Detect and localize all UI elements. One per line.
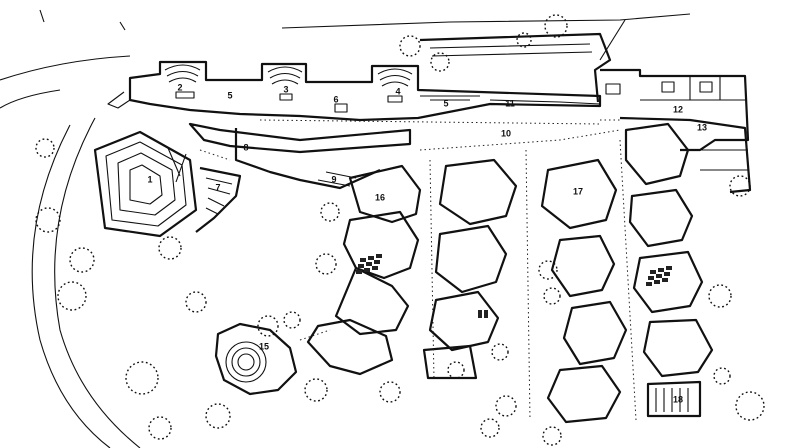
label-15: 15 (259, 341, 269, 351)
cellular-clusters (306, 122, 714, 424)
label-3: 3 (283, 84, 288, 94)
label-17: 17 (573, 186, 583, 196)
north-building-range (107, 60, 602, 122)
circulation-paths (199, 119, 637, 421)
label-10: 10 (501, 128, 511, 138)
room-labels: 1 2 3 4 5 5 6 7 8 9 10 11 12 13 15 16 17… (147, 82, 707, 404)
trees (35, 14, 765, 446)
label-5a: 5 (227, 90, 232, 100)
label-2: 2 (177, 82, 182, 92)
label-12: 12 (673, 104, 683, 114)
label-6: 6 (333, 94, 338, 104)
label-9: 9 (331, 174, 336, 184)
hexagonal-building (93, 130, 198, 238)
round-building (214, 322, 298, 396)
label-18: 18 (673, 394, 683, 404)
label-11: 11 (505, 98, 515, 108)
label-5b: 5 (443, 98, 448, 108)
label-7: 7 (215, 182, 220, 192)
north-east-wing (419, 32, 752, 194)
label-16: 16 (375, 192, 385, 202)
label-4: 4 (395, 86, 400, 96)
label-8: 8 (243, 142, 248, 152)
label-13: 13 (697, 122, 707, 132)
label-1: 1 (147, 174, 152, 184)
auditorium-seating (356, 254, 672, 318)
site-boundary (0, 9, 691, 448)
